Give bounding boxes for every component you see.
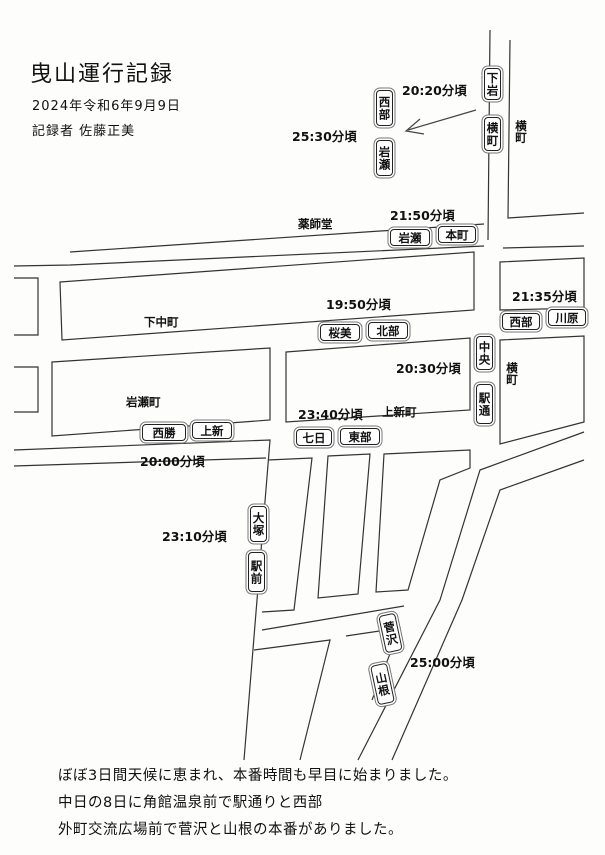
- float-sign-saisho: 西勝: [142, 424, 186, 441]
- float-sign-nanoka: 七日: [296, 429, 332, 446]
- float-sign-ekimae: 駅前: [248, 552, 265, 592]
- street-label-yokomachi-top: 横町: [514, 120, 528, 143]
- street-label-kamishinmachi: 上新町: [382, 405, 417, 419]
- float-sign-kamishin: 上新: [192, 422, 232, 439]
- float-sign-iwase-top: 岩瀬: [376, 140, 393, 176]
- note-line-2: 中日の8日に角館温泉前で駅通りと西部: [58, 795, 323, 811]
- float-sign-seibu-right: 西部: [502, 313, 540, 330]
- time-label-2530: 25:30分頃: [292, 129, 357, 144]
- float-sign-seibu-top: 西部: [376, 90, 393, 126]
- time-label-2340: 23:40分頃: [298, 407, 363, 422]
- time-label-1950: 19:50分頃: [326, 297, 391, 312]
- float-sign-ekidori: 駅通: [476, 384, 493, 424]
- record-date: 2024年令和6年9月9日: [32, 99, 181, 114]
- float-sign-sakurami: 桜美: [320, 324, 360, 341]
- float-sign-hokubu: 北部: [368, 322, 408, 339]
- float-sign-yokomachi: 横町: [484, 117, 501, 151]
- page-title: 曳山運行記録: [30, 62, 175, 87]
- street-label-iwasemachi: 岩瀬町: [126, 395, 161, 409]
- float-sign-tobu: 東部: [340, 428, 380, 445]
- recorder-name: 記録者 佐藤正美: [32, 124, 136, 139]
- float-sign-iwase-mid: 岩瀬: [390, 229, 430, 246]
- time-label-2020: 20:20分頃: [402, 83, 467, 98]
- time-label-2030: 20:30分頃: [396, 361, 461, 376]
- direction-arrow: [404, 109, 477, 135]
- time-label-2000: 20:00分頃: [140, 454, 205, 469]
- float-sign-kawahara: 川原: [548, 309, 586, 326]
- street-label-yakushido: 薬師堂: [298, 217, 333, 231]
- float-sign-honmachi: 本町: [438, 226, 476, 243]
- time-label-2500: 25:00分頃: [410, 655, 475, 670]
- float-sign-shimoiwa: 下岩: [484, 68, 501, 100]
- time-label-2310: 23:10分頃: [162, 529, 227, 544]
- street-label-shimonakamachi: 下中町: [144, 315, 179, 329]
- note-line-3: 外町交流広場前で菅沢と山根の本番がありました。: [58, 822, 403, 838]
- float-sign-chuo: 中央: [476, 336, 493, 370]
- street-label-yokomachi-mid: 横町: [505, 362, 519, 385]
- road-outlines: [13, 29, 585, 761]
- note-line-1: ぼぼ3日間天候に恵まれ、本番時間も早目に始まりました。: [58, 768, 458, 784]
- time-label-2135: 21:35分頃: [512, 289, 577, 304]
- float-sign-otsuka: 大塚: [250, 506, 267, 542]
- time-label-2150: 21:50分頃: [390, 208, 455, 223]
